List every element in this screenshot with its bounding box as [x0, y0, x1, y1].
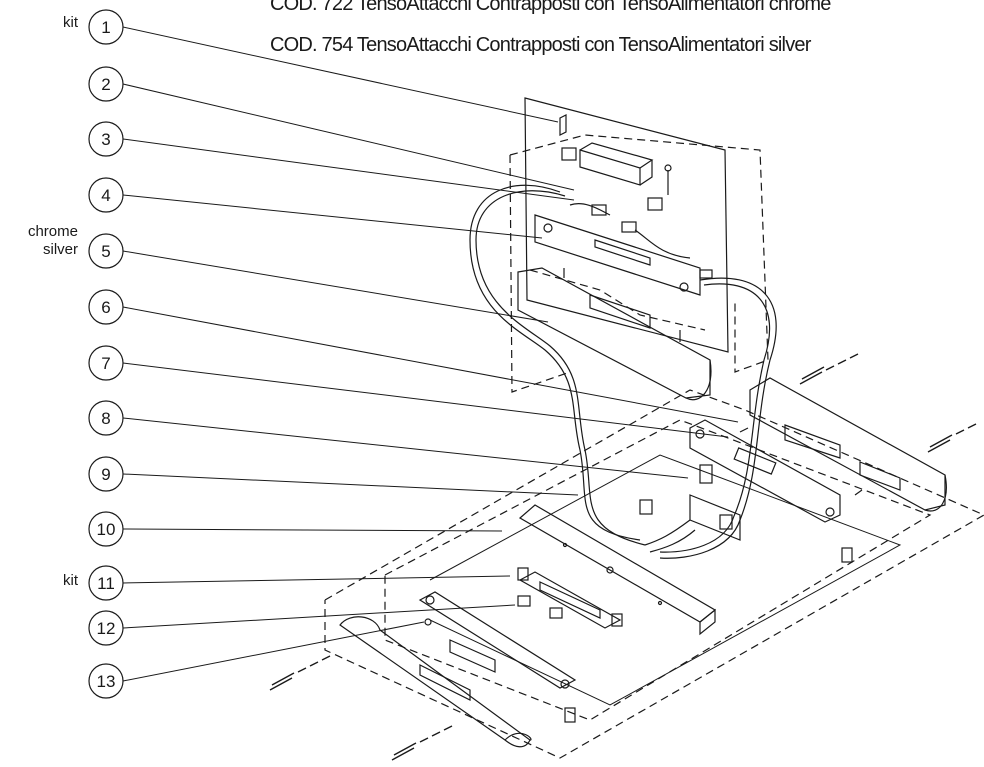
callout-2-number: 2 — [101, 75, 110, 94]
kit-note-part-11: kit — [63, 572, 78, 589]
callout-11: 11 — [88, 565, 124, 601]
callout-11-number: 11 — [97, 574, 115, 593]
callout-4-number: 4 — [101, 186, 110, 205]
bottom-rail — [418, 591, 577, 689]
callout-4: 4 — [88, 177, 124, 213]
callout-13-number: 13 — [97, 672, 116, 691]
cable-marker-right — [927, 423, 977, 453]
callout-6: 6 — [88, 289, 124, 325]
cover-profile-lower — [339, 616, 576, 748]
cover-profile-upper — [517, 267, 712, 401]
callout-9: 9 — [88, 456, 124, 492]
callout-10: 10 — [88, 511, 124, 547]
leader-lines — [122, 26, 739, 682]
center-connector-block — [644, 464, 853, 563]
callout-5-number: 5 — [101, 242, 110, 261]
product-code-line-754: COD. 754 TensoAttacchi Contrapposti con … — [270, 34, 811, 56]
kit-note-part-1: kit — [63, 14, 78, 31]
callout-3-number: 3 — [101, 130, 110, 149]
callout-7: 7 — [88, 345, 124, 381]
assembly-envelope-lower — [324, 389, 984, 759]
wiring-harness — [469, 184, 777, 559]
wall-mount-bar — [518, 504, 717, 636]
inner-plate-outline — [429, 454, 902, 706]
lower-bracket — [517, 567, 623, 629]
assembly-envelope-upper — [509, 134, 769, 393]
finish-chrome-label: chrome — [27, 223, 78, 240]
callout-1: 1 — [88, 9, 124, 45]
main-rail — [534, 214, 701, 296]
callout-5: 5 — [88, 233, 124, 269]
callout-9-number: 9 — [101, 465, 110, 484]
callout-8-number: 8 — [101, 409, 110, 428]
cable-marker-left — [269, 655, 331, 691]
cover-profile-right — [749, 377, 947, 512]
top-bracket-assembly — [559, 114, 672, 211]
product-code-line-722: COD. 722 TensoAttacchi Contrapposti con … — [270, 0, 831, 15]
callout-12: 12 — [88, 610, 124, 646]
callout-6-number: 6 — [101, 298, 110, 317]
callout-7-number: 7 — [101, 354, 110, 373]
callout-2: 2 — [88, 66, 124, 102]
callout-12-number: 12 — [97, 619, 116, 638]
cable-marker-bottom — [391, 725, 453, 761]
callout-1-number: 1 — [101, 18, 110, 37]
callout-3: 3 — [88, 121, 124, 157]
callout-10-number: 10 — [97, 520, 116, 539]
finish-silver-label: silver — [42, 241, 78, 258]
finish-note-part-5: chrome silver — [0, 223, 78, 259]
cable-marker-top — [799, 353, 859, 385]
callout-8: 8 — [88, 400, 124, 436]
callout-13: 13 — [88, 663, 124, 699]
mounting-plate — [524, 97, 729, 353]
